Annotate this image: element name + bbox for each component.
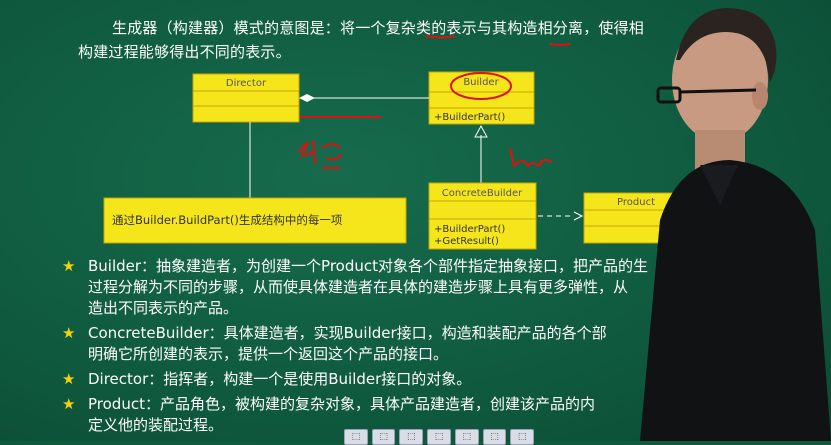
- annotation-zuhe: [297, 139, 343, 169]
- bullet-product: ★ Product：产品角色，被构建的复杂对象，具体产品建造者，创建该产品的内 …: [62, 394, 702, 436]
- star-icon: ★: [62, 324, 76, 342]
- bullet-text: ConcreteBuilder：具体建造者，实现Builder接口，构造和装配产…: [88, 324, 607, 363]
- bullet-text: Product：产品角色，被构建的复杂对象，具体产品建造者，创建该产品的内 定义…: [88, 395, 595, 434]
- intro-line-1: 生成器（构建器）模式的意图是：将一个复杂类的表示与其构造相分离，使得相: [112, 19, 645, 37]
- presenter-head: [672, 18, 768, 142]
- star-icon: ★: [62, 370, 76, 388]
- toolbar-icon-4[interactable]: ⬚: [427, 429, 451, 445]
- note-text: 通过Builder.BuildPart()生成结构中的每一项: [112, 213, 343, 227]
- bullet-director: ★ Director：指挥者，构建一个是使用Builder接口的对象。: [62, 369, 702, 390]
- bottom-toolbar: ⬚ ⬚ ⬚ ⬚ ⬚ ⬚ ⬚: [344, 429, 535, 445]
- bullet-list: ★ Builder：抽象建造者，为创建一个Product对象各个部件指定抽象接口…: [62, 256, 702, 440]
- toolbar-icon-5[interactable]: ⬚: [454, 429, 479, 445]
- intro-text: 生成器（构建器）模式的意图是：将一个复杂类的表示与其构造相分离，使得相 构建过程…: [78, 16, 718, 64]
- note-box: 通过Builder.BuildPart()生成结构中的每一项: [103, 197, 407, 244]
- intro-line-2: 构建过程能够得出不同的表示。: [78, 43, 291, 61]
- dependency-arrow: [573, 211, 584, 221]
- concretebuilder-class-box: ConcreteBuilder +BuilderPart() +GetResul…: [428, 182, 537, 250]
- annotation-underline-1: [424, 35, 456, 39]
- toolbar-icon-1[interactable]: ⬚: [344, 429, 368, 445]
- presenter-suit: [640, 160, 831, 441]
- star-icon: ★: [62, 395, 76, 413]
- concretebuilder-op1: +BuilderPart(): [434, 224, 505, 235]
- toolbar-icon-6[interactable]: ⬚: [482, 429, 507, 445]
- annotation-underline-2: [549, 43, 571, 46]
- builder-title: Builder: [463, 77, 499, 88]
- builder-op: +BuilderPart(): [434, 112, 505, 123]
- director-title: Director: [226, 78, 267, 89]
- bullet-builder: ★ Builder：抽象建造者，为创建一个Product对象各个部件指定抽象接口…: [62, 256, 702, 319]
- director-class-box: Director: [192, 73, 300, 123]
- toolbar-icon-3[interactable]: ⬚: [399, 429, 424, 445]
- bullet-concretebuilder: ★ ConcreteBuilder：具体建造者，实现Builder接口，构造和装…: [62, 323, 702, 365]
- aggregation-diamond: [299, 94, 315, 102]
- bullet-text: Director：指挥者，构建一个是使用Builder接口的对象。: [88, 370, 472, 388]
- star-icon: ★: [62, 257, 76, 275]
- annotation-circle: [450, 72, 512, 100]
- product-title: Product: [617, 197, 655, 208]
- concretebuilder-op2: +GetResult(): [434, 236, 499, 247]
- toolbar-icon-2[interactable]: ⬚: [371, 429, 396, 445]
- presenter-hair: [676, 8, 777, 82]
- glasses-icon: [656, 86, 757, 104]
- presenter-figure: [640, 8, 831, 441]
- annotation-right: [509, 147, 553, 169]
- inheritance-arrow: [474, 124, 488, 138]
- bullet-text: Builder：抽象建造者，为创建一个Product对象各个部件指定抽象接口，把…: [88, 257, 649, 317]
- concretebuilder-title: ConcreteBuilder: [442, 188, 523, 199]
- toolbar-icon-7[interactable]: ⬚: [510, 429, 535, 445]
